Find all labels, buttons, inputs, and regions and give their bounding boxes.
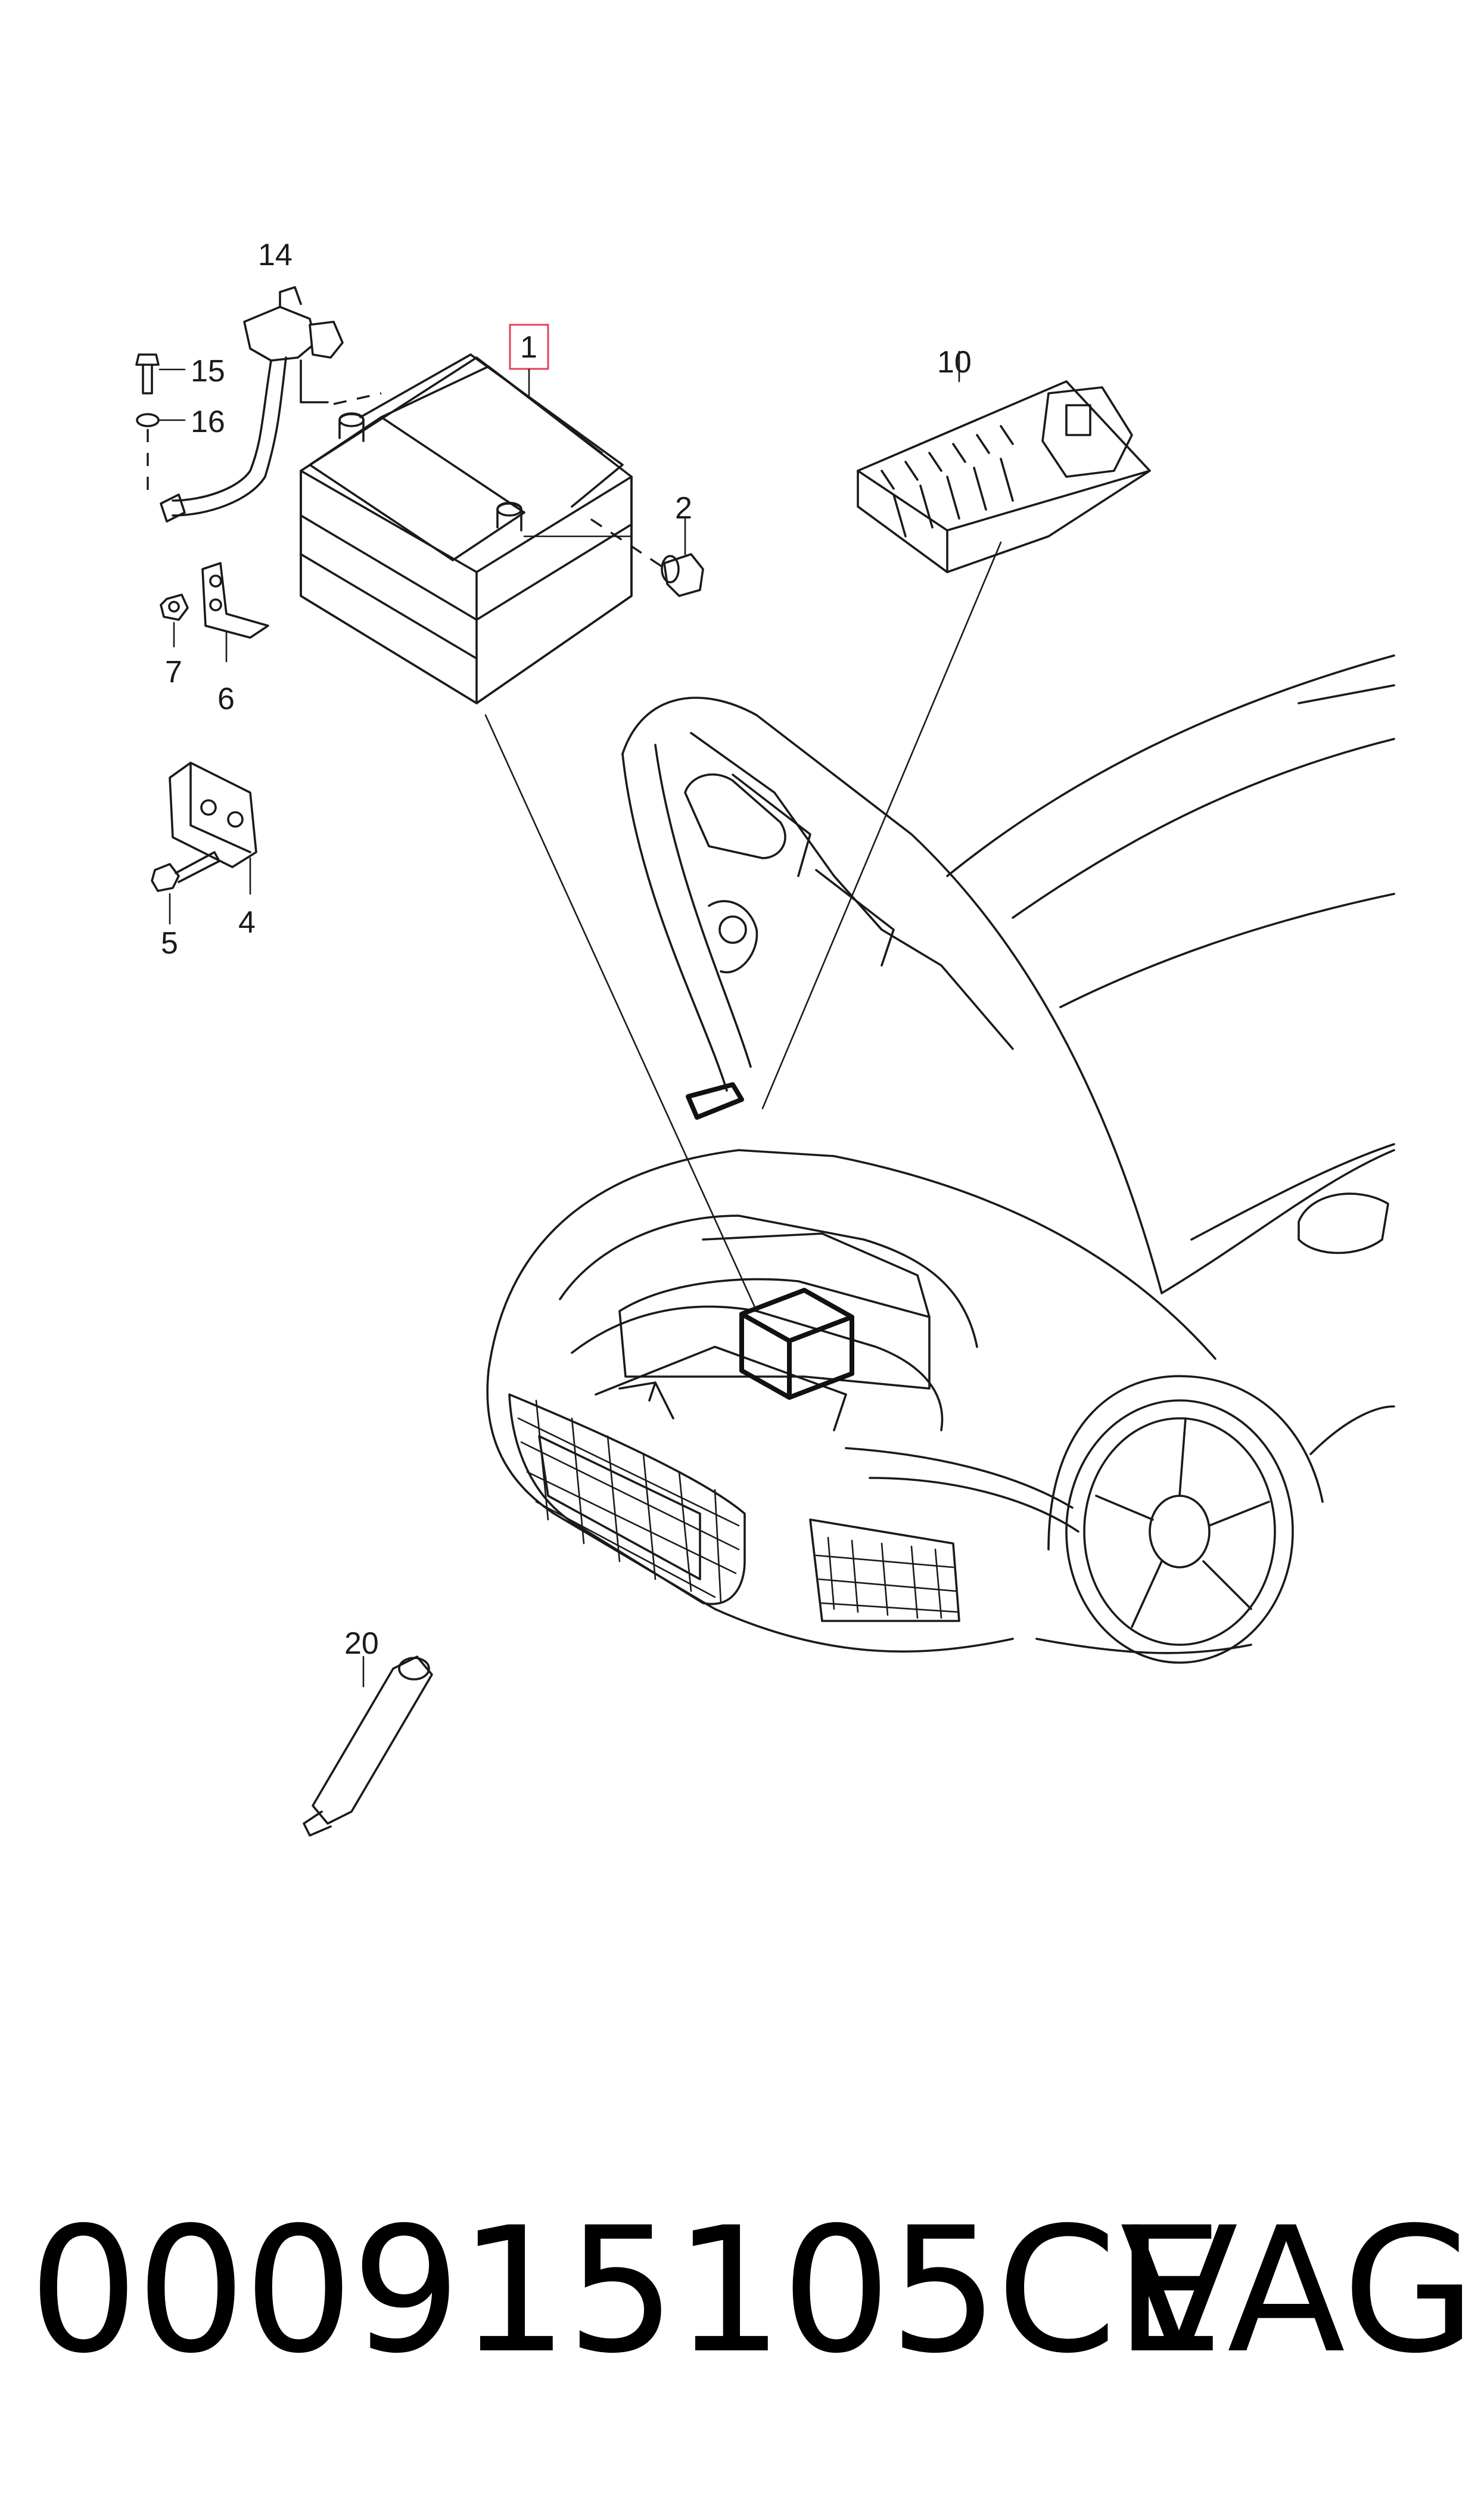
callout-7: 7	[165, 655, 182, 689]
car-front	[486, 654, 1395, 1664]
callout-4: 4	[238, 905, 256, 940]
plug-2	[589, 517, 704, 597]
battery	[300, 353, 633, 704]
bolt-5	[151, 851, 220, 925]
callout-16: 16	[191, 405, 225, 439]
callout-10: 10	[937, 345, 972, 380]
callout-14: 14	[258, 238, 293, 272]
fuse-box	[761, 350, 1151, 1110]
screw-15	[135, 353, 186, 395]
grille-mesh	[517, 1399, 740, 1604]
callout-20: 20	[344, 1626, 379, 1661]
callout-15: 15	[191, 354, 225, 389]
part-number: 000915105CE	[29, 2191, 1224, 2391]
battery-clamp-cable	[160, 286, 344, 523]
callout-1: 1	[520, 330, 537, 365]
bracket-4	[169, 762, 257, 895]
callout-2: 2	[675, 491, 692, 526]
callouts: 1 2 4 5 6 7 10 14 15 16 20	[161, 238, 972, 1661]
washer-16	[136, 413, 186, 498]
nut-7	[160, 594, 189, 648]
spacer-20	[303, 1655, 433, 1837]
callout-6: 6	[217, 682, 235, 716]
callout-5: 5	[161, 926, 178, 961]
brand-name: VAG	[1120, 2191, 1476, 2391]
bracket-6	[201, 562, 269, 663]
